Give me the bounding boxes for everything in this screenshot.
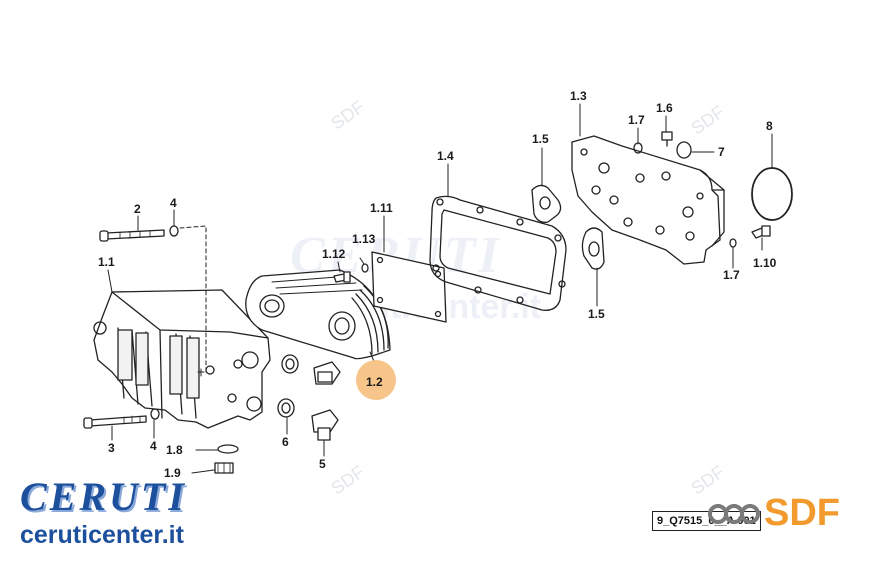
ring-6-top[interactable] (281, 354, 299, 374)
label-1-7-bottom[interactable]: 1.7 (723, 268, 740, 282)
plug-5-bottom[interactable] (311, 409, 339, 441)
washer-1-7-bottom[interactable] (729, 238, 737, 248)
gasket-1-5-bottom[interactable] (581, 227, 605, 270)
cooler-core-part[interactable] (245, 269, 391, 360)
sdf-logo-icon (708, 504, 760, 524)
label-4-top[interactable]: 4 (170, 196, 177, 210)
label-1-1[interactable]: 1.1 (98, 255, 115, 269)
plug-5-top[interactable] (313, 361, 341, 385)
label-1-6[interactable]: 1.6 (656, 101, 673, 115)
label-1-5-bottom[interactable]: 1.5 (588, 307, 605, 321)
label-1-12[interactable]: 1.12 (322, 247, 346, 261)
label-5[interactable]: 5 (319, 457, 326, 471)
sdf-logo-text: SDF (764, 492, 840, 534)
ring-8[interactable] (751, 167, 793, 221)
highlight-circle (356, 360, 396, 400)
brand-name: CERUTI (20, 474, 187, 519)
washer-1-13[interactable] (361, 263, 369, 273)
o-ring-7[interactable] (676, 141, 692, 159)
ring-6-bottom[interactable] (277, 398, 295, 418)
label-1-13[interactable]: 1.13 (352, 232, 376, 246)
label-1-2[interactable]: 1.2 (366, 375, 383, 389)
label-1-10[interactable]: 1.10 (753, 256, 777, 270)
screw-1-6[interactable] (661, 131, 673, 147)
drawing-reference: 9_Q7515_0__A 001 (652, 511, 761, 531)
bolt-3[interactable] (83, 415, 147, 429)
label-1-8[interactable]: 1.8 (166, 443, 183, 457)
label-1-11[interactable]: 1.11 (370, 201, 393, 215)
label-3[interactable]: 3 (108, 441, 115, 455)
label-1-5-top[interactable]: 1.5 (532, 132, 549, 146)
label-4-bottom[interactable]: 4 (150, 439, 157, 453)
leader-lines (107, 103, 773, 474)
label-1-3[interactable]: 1.3 (570, 89, 587, 103)
ceruti-brand: CERUTI ceruticenter.it (20, 476, 270, 550)
label-2[interactable]: 2 (134, 202, 141, 216)
seal-ring-1-8[interactable] (217, 444, 239, 454)
label-6[interactable]: 6 (282, 435, 289, 449)
bolt-2[interactable] (99, 229, 165, 242)
housing-part[interactable] (93, 289, 271, 429)
alignment-line (179, 225, 207, 373)
cover-plate-1-11[interactable] (371, 251, 447, 323)
plug-1-9[interactable] (214, 462, 234, 474)
brand-url[interactable]: ceruticenter.it (20, 521, 184, 549)
label-1-4[interactable]: 1.4 (437, 149, 454, 163)
screw-1-12[interactable] (333, 271, 351, 283)
screw-1-10[interactable] (751, 225, 771, 239)
label-7[interactable]: 7 (718, 145, 725, 159)
label-8[interactable]: 8 (766, 119, 773, 133)
gasket-1-4[interactable] (429, 195, 567, 311)
label-1-9[interactable]: 1.9 (164, 466, 181, 480)
washer-4-top[interactable] (169, 225, 179, 237)
gasket-1-5-top[interactable] (531, 184, 562, 223)
label-1-7-top[interactable]: 1.7 (628, 113, 645, 127)
cover-part-1-3[interactable] (571, 135, 725, 265)
washer-4-bottom[interactable] (150, 408, 160, 420)
